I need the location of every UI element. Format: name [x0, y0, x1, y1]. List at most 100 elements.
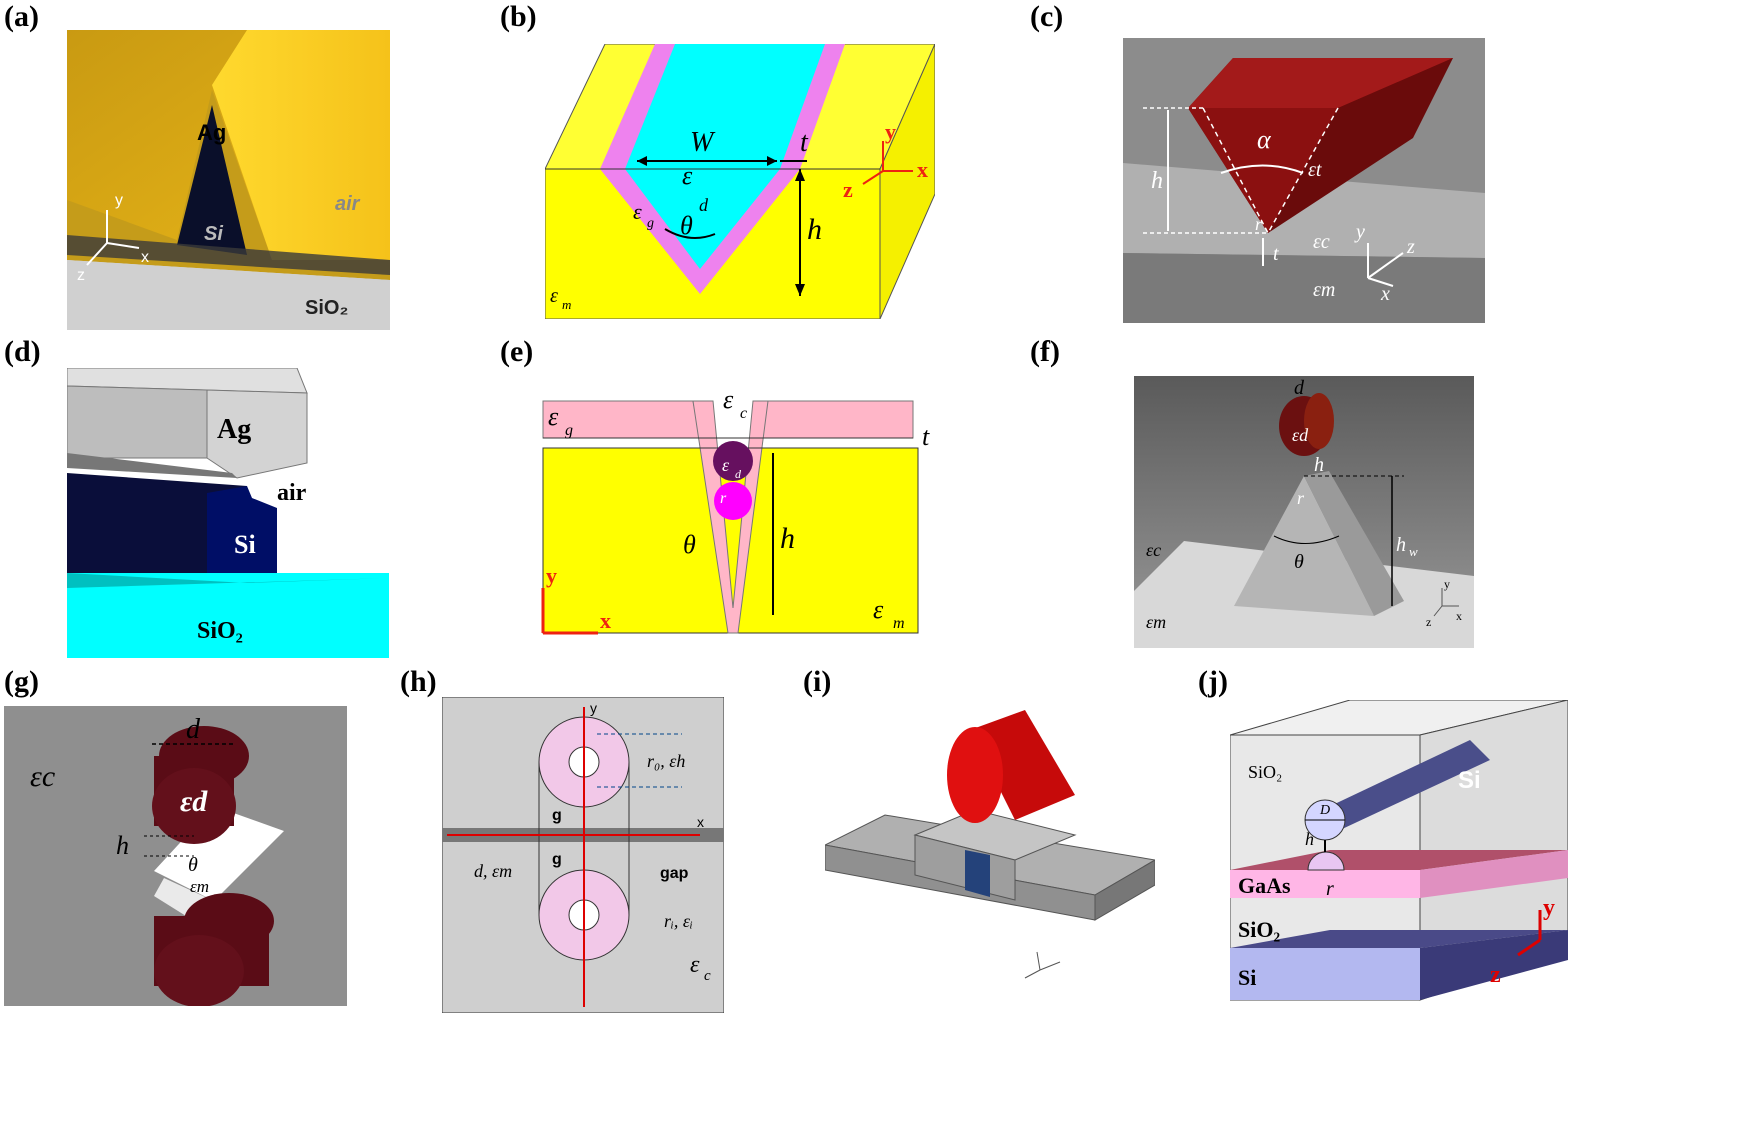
- panel-label-i: (i): [803, 665, 832, 698]
- svg-text:t: t: [800, 127, 809, 158]
- svg-text:z: z: [1406, 236, 1415, 258]
- svg-text:d: d: [186, 714, 201, 745]
- svg-text:r: r: [1255, 214, 1263, 234]
- panel-label-a: (a): [4, 0, 39, 33]
- svg-text:h: h: [780, 522, 795, 555]
- si-core: [177, 105, 247, 255]
- svg-text:ε: ε: [633, 199, 642, 224]
- label-air: air: [335, 193, 361, 215]
- svg-text:g: g: [565, 422, 573, 439]
- svg-text:x: x: [600, 608, 611, 633]
- axes-c: [1367, 243, 1404, 287]
- gaas-layer: [1230, 870, 1420, 898]
- svg-text:εd: εd: [180, 785, 208, 818]
- panel-label-e: (e): [500, 335, 534, 368]
- svg-text:θ: θ: [1294, 551, 1304, 573]
- svg-text:r: r: [720, 490, 727, 507]
- axes-f: [1433, 588, 1459, 617]
- svg-text:SiO₂: SiO₂: [197, 618, 243, 644]
- svg-text:h: h: [1305, 829, 1314, 849]
- svg-text:z: z: [1426, 615, 1431, 629]
- svg-text:g: g: [552, 807, 562, 824]
- axes-b: [862, 141, 913, 185]
- svg-text:gap: gap: [660, 865, 689, 882]
- svg-text:y: y: [546, 563, 557, 588]
- svg-text:air: air: [277, 480, 307, 506]
- ag-block: [206, 389, 308, 479]
- svg-text:c: c: [740, 405, 747, 422]
- label-ag: Ag: [197, 120, 226, 145]
- panel-label-c: (c): [1030, 0, 1064, 33]
- svg-text:x: x: [1380, 283, 1390, 305]
- panel-d-figure: Ag air Si SiO₂: [67, 368, 389, 658]
- svg-text:z: z: [1490, 962, 1501, 988]
- svg-text:h: h: [116, 831, 129, 860]
- svg-text:rᵢ, εᵢ: rᵢ, εᵢ: [664, 911, 693, 931]
- panel-h-figure: y x r₀, εh g g gap d, εm rᵢ, εᵢ ε c: [442, 697, 724, 1013]
- panel-j-figure: SiO₂ Si D h GaAs r SiO₂ Si y z: [1230, 700, 1568, 1001]
- panel-i-figure: [825, 710, 1155, 979]
- svg-text:ε: ε: [722, 455, 730, 475]
- svg-text:θ: θ: [680, 211, 693, 240]
- axes-e: [541, 588, 598, 635]
- svg-text:m: m: [893, 615, 905, 632]
- svg-text:εc: εc: [1313, 231, 1330, 253]
- svg-text:c: c: [704, 968, 711, 984]
- svg-text:W: W: [690, 127, 716, 158]
- panel-e-figure: ε c ε g t ε d r θ h y x ε m: [541, 385, 930, 635]
- panel-label-j: (j): [1198, 665, 1228, 698]
- label-sio2: SiO₂: [305, 297, 348, 319]
- svg-text:εc: εc: [1146, 540, 1161, 560]
- axes-j: [1517, 910, 1542, 957]
- svg-text:t: t: [1273, 243, 1279, 265]
- svg-text:Si: Si: [1458, 767, 1481, 794]
- svg-text:εc: εc: [30, 760, 55, 793]
- svg-text:ε: ε: [690, 952, 700, 978]
- svg-text:ε: ε: [682, 161, 693, 190]
- svg-text:GaAs: GaAs: [1238, 873, 1291, 898]
- svg-text:r₀, εh: r₀, εh: [647, 751, 685, 771]
- svg-text:t: t: [922, 422, 930, 451]
- panel-g-figure: εc d εd h θ εm: [4, 706, 347, 1006]
- svg-text:d: d: [699, 195, 709, 215]
- svg-text:Si: Si: [234, 530, 256, 559]
- svg-text:d: d: [1294, 377, 1305, 399]
- panel-label-b: (b): [500, 0, 537, 33]
- svg-text:h: h: [1151, 168, 1163, 194]
- gap-sheet: [154, 806, 284, 901]
- svg-text:r: r: [1326, 878, 1334, 900]
- rod-r: [714, 482, 752, 520]
- svg-text:x: x: [141, 249, 149, 266]
- svg-text:ε: ε: [550, 285, 558, 307]
- svg-text:g: g: [647, 216, 654, 231]
- svg-text:εm: εm: [1313, 279, 1335, 301]
- si-rod: [1322, 740, 1490, 830]
- panel-b-figure: W t ε d θ ε g h ε m y x z: [545, 44, 935, 319]
- rod-i: [970, 710, 1075, 820]
- svg-text:y: y: [885, 119, 896, 144]
- svg-text:Ag: Ag: [217, 414, 251, 445]
- ridge: [1234, 476, 1374, 616]
- svg-text:x: x: [917, 157, 928, 182]
- axes-i: [1024, 951, 1061, 979]
- si-bottom-layer: [1230, 948, 1420, 1000]
- panel-f-figure: d εd h r h w θ εc εm y x z: [1134, 376, 1474, 648]
- svg-text:θ: θ: [683, 530, 696, 559]
- svg-text:ε: ε: [548, 402, 559, 431]
- svg-text:z: z: [77, 267, 85, 284]
- svg-text:h: h: [1314, 454, 1324, 476]
- svg-text:h: h: [1396, 534, 1406, 556]
- panel-c-figure: h α εt r t εc εm y z x: [1123, 38, 1485, 323]
- svg-text:d, εm: d, εm: [474, 861, 512, 881]
- svg-text:θ: θ: [188, 854, 198, 876]
- prism-top: [1188, 58, 1453, 108]
- svg-text:εt: εt: [1308, 159, 1322, 181]
- sio2-substrate: [67, 260, 390, 330]
- svg-text:εm: εm: [190, 877, 209, 896]
- svg-text:y: y: [590, 700, 597, 716]
- label-si: Si: [204, 223, 223, 245]
- rod-g-bottom: [154, 935, 244, 1006]
- rod-g-top: [152, 768, 236, 844]
- svg-text:ε: ε: [723, 385, 734, 414]
- svg-text:r: r: [1297, 488, 1305, 508]
